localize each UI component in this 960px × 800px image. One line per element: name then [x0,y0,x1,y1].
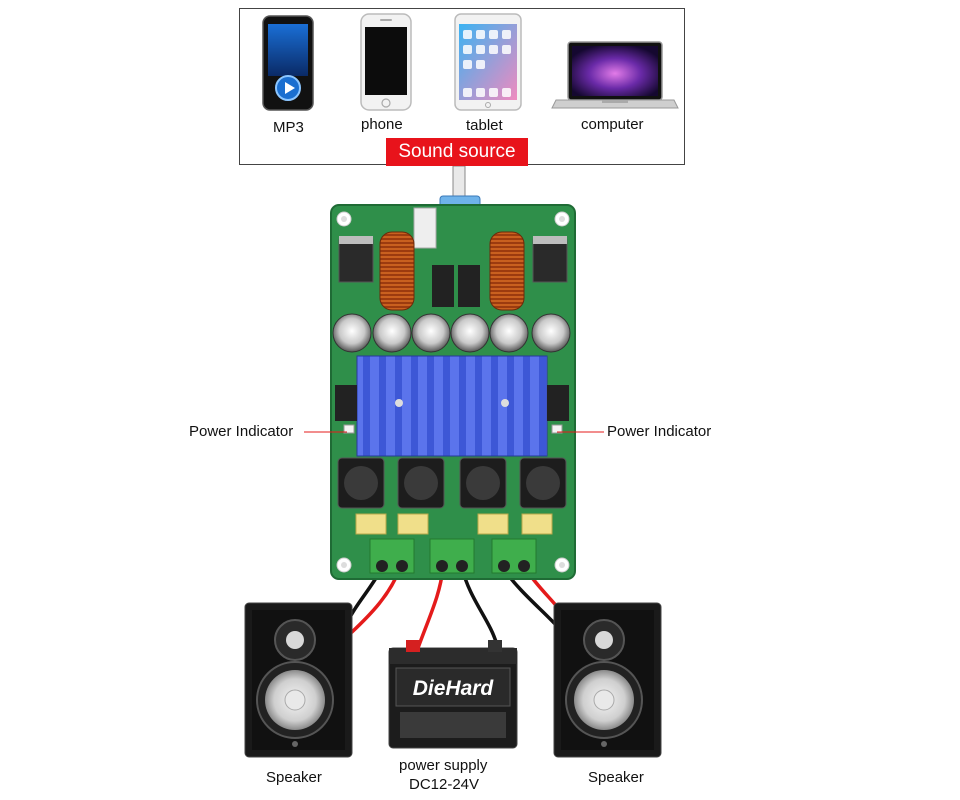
amplifier-board [330,165,576,580]
mp3-player-icon [262,15,314,111]
source-label-mp3: MP3 [273,119,304,136]
power-supply-voltage: DC12-24V [409,776,480,793]
power-indicator-left-label: Power Indicator [189,423,294,440]
source-label-phone: phone [361,116,403,133]
speaker-right-label: Speaker [588,769,644,786]
phone-icon [360,13,412,111]
source-label-computer: computer [581,116,644,133]
power-supply-label: power supply [399,757,488,774]
power-indicator-right-label: Power Indicator [607,423,712,440]
speaker-left-icon [244,602,353,758]
sound-source-label: Sound source [386,138,528,166]
speaker-left-label: Speaker [266,769,322,786]
battery-icon: DieHard [388,640,518,749]
tablet-icon [454,13,522,111]
laptop-icon [551,41,679,109]
battery-brand: DieHard [413,677,495,700]
speaker-right-icon [553,602,662,758]
source-label-tablet: tablet [466,117,503,134]
